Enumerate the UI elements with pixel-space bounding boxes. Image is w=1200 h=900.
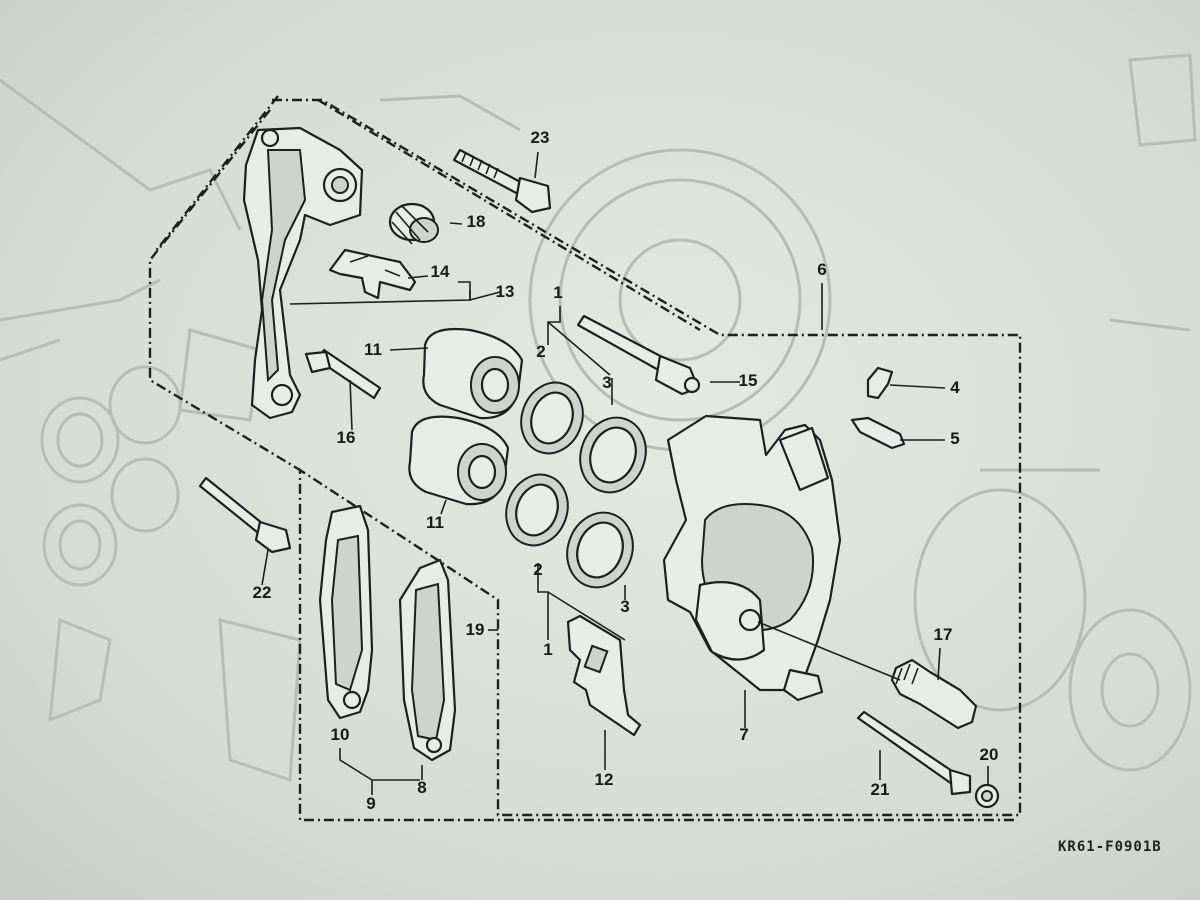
piston-11-upper xyxy=(422,327,524,420)
diagram-code: KR61-F0901B xyxy=(1058,839,1162,855)
callout-c7: 7 xyxy=(739,725,748,744)
leader-lines xyxy=(261,151,989,795)
brake-pad-8 xyxy=(398,558,457,762)
callout-c2b: 2 xyxy=(533,560,542,579)
callout-c14: 14 xyxy=(431,262,450,281)
callout-c18: 18 xyxy=(467,212,486,231)
callout-c13: 13 xyxy=(496,282,515,301)
callout-c23: 23 xyxy=(531,128,550,147)
callout-c8: 8 xyxy=(417,778,426,797)
piston-seals xyxy=(505,381,647,589)
callout-c5: 5 xyxy=(950,429,959,448)
callout-c1b: 1 xyxy=(543,640,552,659)
callout-c2a: 2 xyxy=(536,342,545,361)
pin-bolt-15 xyxy=(576,314,701,396)
callout-c20: 20 xyxy=(980,745,999,764)
callout-c15: 15 xyxy=(739,371,758,390)
bolt-23 xyxy=(452,148,552,214)
pin-16 xyxy=(304,348,382,400)
callout-c11b: 11 xyxy=(426,513,444,532)
callout-c11a: 11 xyxy=(364,340,382,359)
bleeder-valve-4 xyxy=(866,366,894,400)
callout-c4: 4 xyxy=(950,378,960,397)
bolt-17 xyxy=(890,658,978,730)
piston-11-lower xyxy=(408,415,510,506)
nut-20 xyxy=(974,783,1000,809)
callout-c17: 17 xyxy=(934,625,953,644)
callout-c21: 21 xyxy=(871,780,890,799)
caliper-assembly-outline xyxy=(148,95,1022,822)
background-ghost-art xyxy=(0,53,1197,783)
pin-21 xyxy=(856,710,972,796)
callout-c19: 19 xyxy=(466,620,485,639)
callout-c3a: 3 xyxy=(602,373,611,392)
caliper-body-7 xyxy=(662,414,842,702)
brake-pad-10 xyxy=(318,504,374,720)
callout-c9: 9 xyxy=(366,794,375,813)
callout-c16: 16 xyxy=(337,428,356,447)
callout-c6: 6 xyxy=(817,260,826,279)
bleeder-cap-5 xyxy=(850,416,906,450)
callout-c22: 22 xyxy=(253,583,272,602)
pad-spring-14 xyxy=(328,248,417,300)
callout-c10: 10 xyxy=(331,725,350,744)
callout-c12: 12 xyxy=(595,770,614,789)
caliper-bracket xyxy=(242,126,364,420)
pad-spring-12 xyxy=(566,614,642,737)
callout-c1a: 1 xyxy=(553,283,562,302)
bolt-22 xyxy=(198,476,292,554)
callout-c3b: 3 xyxy=(620,597,629,616)
boot-18 xyxy=(388,202,439,245)
